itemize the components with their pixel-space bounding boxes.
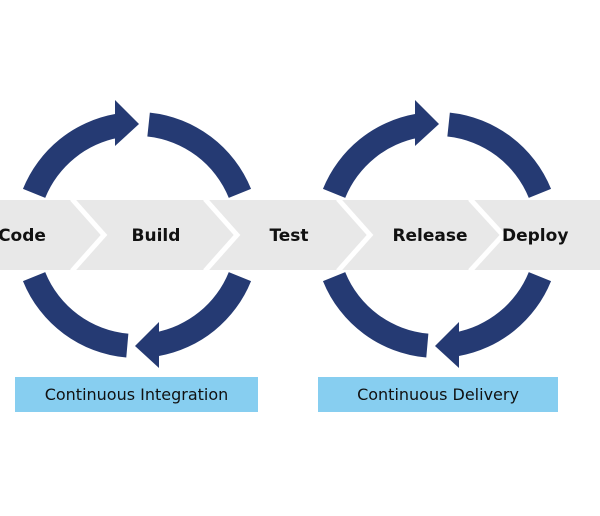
arc-bottom-left [22,272,129,358]
arc-top-left [22,113,120,198]
continuous-delivery-text: Continuous Delivery [357,385,519,404]
chevron-separator-0 [70,197,108,273]
continuous-delivery-label: Continuous Delivery [318,377,558,412]
cd-cycle-arrows-icon [322,100,552,368]
stage-test: Test [269,226,308,246]
stage-code: Code [0,226,46,246]
chevron-separator-1 [203,197,241,273]
arc-bottom-right [154,272,252,357]
arc-top-right [447,112,552,198]
stage-release: Release [392,226,467,246]
ci-cycle-arrows-icon [22,100,252,368]
chevron-separator-2 [336,197,374,273]
stage-deploy: Deploy [502,226,568,246]
pipeline-band [0,197,600,273]
arrowhead-left-icon [435,322,459,368]
arc-top-right [147,112,252,198]
continuous-integration-label: Continuous Integration [15,377,258,412]
arc-top-left [322,113,420,198]
chevron-separator-3 [468,197,507,273]
continuous-integration-text: Continuous Integration [44,385,229,404]
arc-bottom-right [454,272,552,357]
arrowhead-left-icon [135,322,159,368]
arc-bottom-left [322,272,429,358]
arrowhead-right-icon [415,100,439,146]
stage-build: Build [132,226,181,246]
arrowhead-right-icon [115,100,139,146]
